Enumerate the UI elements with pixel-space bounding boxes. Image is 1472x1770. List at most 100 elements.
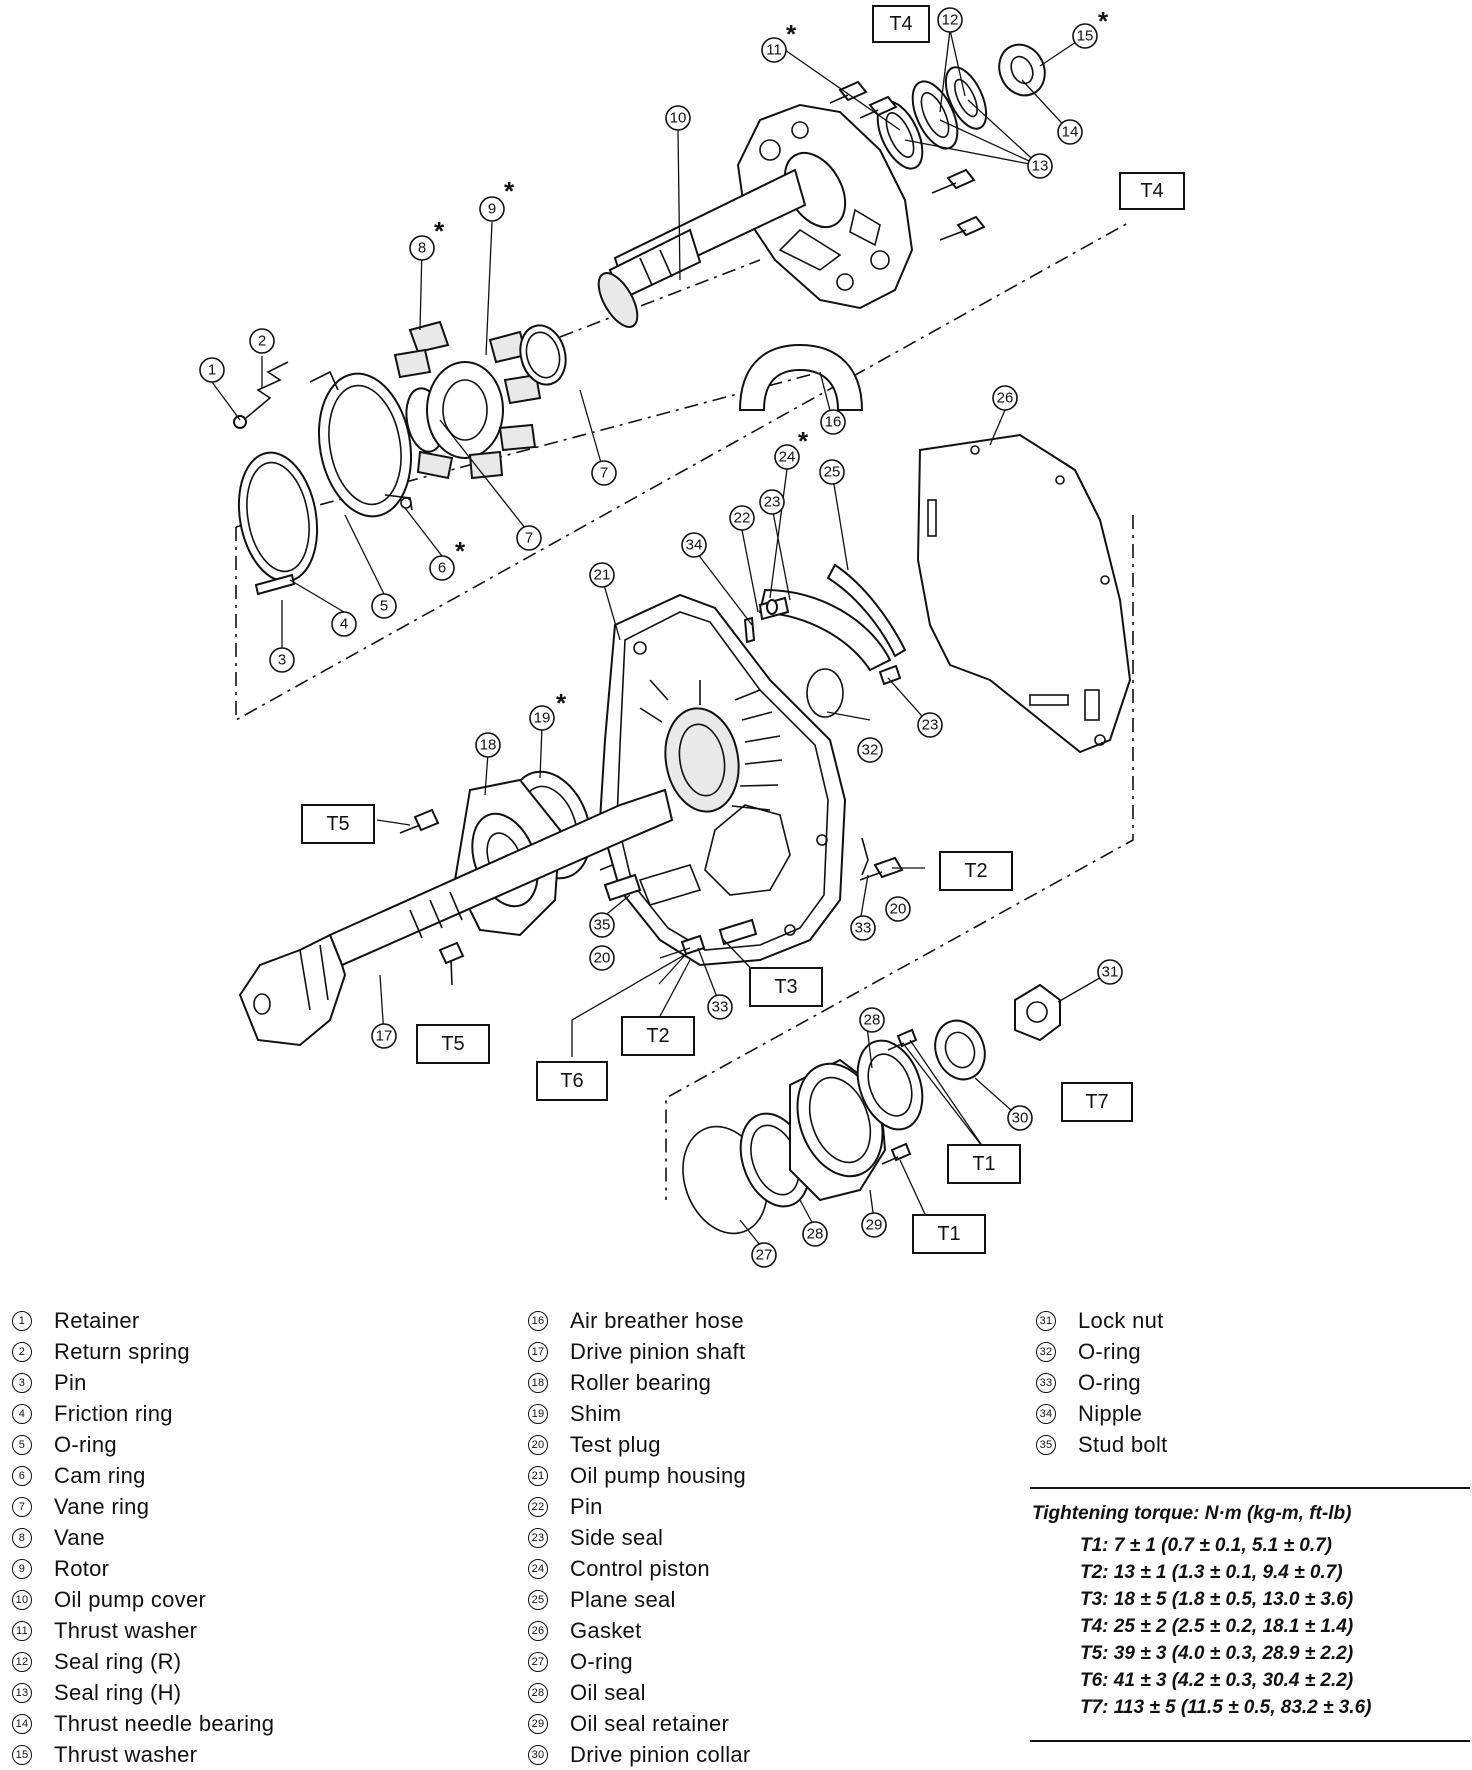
oil-pump-housing-part [598, 593, 904, 967]
legend-item: 6 Cam ring [12, 1460, 274, 1491]
svg-text:T5: T5 [441, 1033, 464, 1055]
svg-text:4: 4 [340, 616, 348, 633]
callout-28a: 28 [802, 1221, 828, 1247]
svg-text:35: 35 [594, 917, 611, 934]
legend-item-name: Vane ring [54, 1493, 150, 1519]
torque-spec: T2: 13 ± 1 (1.3 ± 0.1, 9.4 ± 0.7) [1080, 1562, 1343, 1583]
legend-item-name: Plane seal [570, 1586, 676, 1612]
svg-text:16: 16 [825, 414, 842, 431]
legend-item-name: Rotor [54, 1555, 110, 1581]
callout-9: 9 [479, 196, 505, 222]
callout-4: 4 [331, 611, 357, 637]
legend-item-number: 22 [528, 1496, 548, 1517]
legend-item-name: Stud bolt [1078, 1431, 1168, 1457]
asterisk-8: * [434, 216, 445, 246]
exploded-view-diagram: 1 2 3 4 5 6 * 7 7 8 * 9 * 10 11 * 12 13 … [199, 5, 1185, 1268]
legend-item-name: Return spring [54, 1338, 190, 1364]
legend-item-name: Air breather hose [570, 1307, 744, 1333]
legend-item: 1 Retainer [12, 1305, 274, 1336]
torque-spec: T5: 39 ± 3 (4.0 ± 0.3, 28.9 ± 2.2) [1080, 1643, 1354, 1664]
legend-item-name: Retainer [54, 1307, 140, 1333]
callout-17: 17 [371, 1023, 397, 1049]
svg-text:11: 11 [766, 42, 782, 59]
svg-text:12: 12 [942, 12, 959, 29]
oil-seal-retainer-parts [682, 983, 1061, 1235]
legend-item-number: 12 [12, 1651, 32, 1672]
svg-text:T2: T2 [646, 1025, 669, 1047]
legend-item-number: 28 [528, 1682, 548, 1703]
svg-text:5: 5 [380, 598, 388, 615]
legend-item-number: 6 [12, 1465, 32, 1486]
svg-text:3: 3 [278, 652, 286, 669]
legend-item-number: 35 [1036, 1434, 1056, 1455]
legend-item-number: 26 [528, 1620, 548, 1641]
legend-item: 5 O-ring [12, 1429, 274, 1460]
torque-spec: T3: 18 ± 5 (1.8 ± 0.5, 13.0 ± 3.6) [1080, 1589, 1354, 1610]
torque-spec: T7: 113 ± 5 (11.5 ± 0.5, 83.2 ± 3.6) [1080, 1697, 1372, 1718]
svg-text:27: 27 [756, 1247, 773, 1264]
svg-text:T3: T3 [774, 976, 797, 998]
legend-item-name: O-ring [570, 1648, 633, 1674]
callout-18: 18 [475, 732, 501, 758]
legend-item-number: 30 [528, 1744, 548, 1765]
callout-15: 15 [1072, 23, 1098, 49]
legend-item-number: 23 [528, 1527, 548, 1548]
legend-item-name: O-ring [1078, 1369, 1141, 1395]
svg-text:19: 19 [534, 710, 551, 727]
legend-item-number: 4 [12, 1403, 32, 1424]
legend-item-number: 19 [528, 1403, 548, 1424]
callout-19: 19 [529, 705, 555, 731]
svg-text:29: 29 [866, 1217, 883, 1234]
callout-10: 10 [665, 105, 691, 131]
svg-text:18: 18 [480, 737, 497, 754]
callout-28b: 28 [859, 1007, 885, 1033]
legend-item-name: Oil pump housing [570, 1462, 747, 1488]
svg-text:31: 31 [1102, 964, 1119, 981]
legend-item-name: Oil seal retainer [570, 1710, 730, 1736]
legend-item-number: 2 [12, 1341, 32, 1362]
asterisk-19: * [556, 688, 567, 718]
svg-text:34: 34 [686, 537, 703, 554]
svg-text:30: 30 [1012, 1110, 1029, 1127]
torque-box-t6: T6 [536, 1061, 608, 1101]
callout-1: 1 [199, 357, 225, 383]
legend-item: 11 Thrust washer [12, 1615, 274, 1646]
legend-item-number: 5 [12, 1434, 32, 1455]
legend-item-number: 1 [12, 1310, 32, 1331]
svg-text:20: 20 [594, 950, 611, 967]
legend-item-name: O-ring [54, 1431, 117, 1457]
callout-13: 13 [1027, 153, 1053, 179]
svg-text:8: 8 [418, 240, 426, 257]
callout-33a: 33 [850, 915, 876, 941]
legend-item-name: Cam ring [54, 1462, 146, 1488]
callout-35: 35 [589, 912, 615, 938]
callout-24: 24 [774, 444, 800, 470]
legend-item-number: 10 [12, 1589, 32, 1610]
svg-text:T4: T4 [1140, 180, 1163, 202]
legend-item-number: 24 [528, 1558, 548, 1579]
svg-text:21: 21 [594, 567, 611, 584]
legend-item-number: 31 [1036, 1310, 1056, 1331]
legend-item-number: 11 [12, 1620, 32, 1641]
legend-item: 2 Return spring [12, 1336, 274, 1367]
svg-text:T1: T1 [937, 1223, 960, 1245]
legend-item-name: Thrust washer [54, 1617, 198, 1643]
legend-item-name: Drive pinion shaft [570, 1338, 746, 1364]
svg-text:T5: T5 [326, 813, 349, 835]
